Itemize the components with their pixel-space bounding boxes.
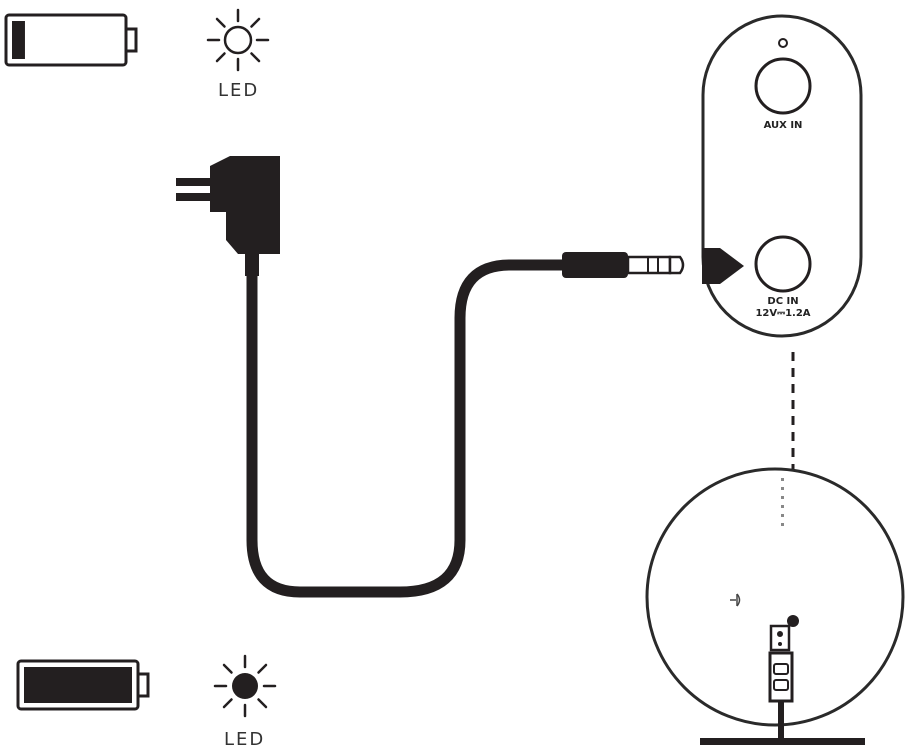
device-back-panel: AUX IN DC IN 12V⎓1.2A <box>701 14 863 338</box>
side-mark <box>730 593 741 607</box>
dc-in-label: DC IN <box>767 296 798 307</box>
battery-full-level <box>24 667 132 703</box>
panel-indicator-dot <box>778 38 788 48</box>
aux-in-label: AUX IN <box>764 120 803 131</box>
battery-full-icon <box>16 659 150 711</box>
led-off-sun-icon <box>206 8 270 72</box>
insert-arrow-icon <box>702 248 744 284</box>
battery-low-icon <box>4 13 138 67</box>
battery-low-level <box>12 21 25 59</box>
port-dot <box>787 615 799 627</box>
led-on-sun-icon <box>213 654 277 718</box>
dc-in-port <box>754 235 812 293</box>
vent-marks <box>781 478 784 526</box>
power-cable <box>246 259 576 598</box>
led-label-bottom: LED <box>224 729 265 750</box>
device-stand <box>700 651 865 745</box>
power-adapter-icon <box>176 156 280 276</box>
led-label-top: LED <box>218 80 259 101</box>
dc-in-rating: 12V⎓1.2A <box>755 308 810 319</box>
dc-plug-icon <box>562 252 685 278</box>
device-round-body <box>645 467 905 727</box>
aux-in-port <box>754 57 812 115</box>
